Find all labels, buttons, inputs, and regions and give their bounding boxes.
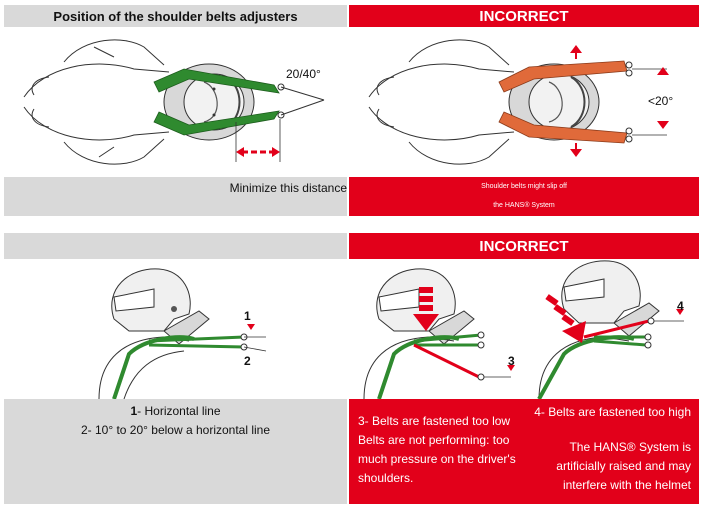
driver-side-view-too-high [537,260,684,400]
bottom-right-header: INCORRECT [349,233,699,259]
top-right-caption-line1: Shoulder belts might slip off [481,183,567,190]
callout-2: 2 [244,354,251,368]
callout-4: 4 [677,299,684,313]
driver-top-view-correct [23,39,325,165]
top-right-caption-box: Shoulder belts might slip off the HANS® … [349,177,699,216]
angle-label-incorrect: <20° [648,94,674,108]
driver-side-view-correct [98,268,267,400]
callout-1: 1 [244,309,251,323]
right-line4: interfere with the helmet [562,478,691,492]
left-line1-text: - Horizontal line [137,404,221,418]
mid-line1: 3- Belts are fastened too low [358,414,511,428]
left-line2-num: 2 [80,423,88,437]
callout-3: 3 [508,354,515,368]
left-line1-num: 1 [130,404,138,418]
left-line2-text: - 10° to 20° below a horizontal line [87,423,271,437]
mid-line3: much pressure on the driver's [358,452,516,466]
bottom-left-header [4,233,347,259]
bottom-right-caption-box: 4- Belts are fastened too high The HANS®… [524,399,699,504]
right-line2: The HANS® System is [569,440,691,454]
bottom-left-caption-box: 1- Horizontal line 2- 10° to 20° below a… [4,399,347,504]
top-right-caption-line2: the HANS® System [493,202,555,209]
top-left-caption-box: Minimize this distance [4,177,347,216]
angle-label-correct: 20/40° [286,67,321,81]
top-right-header: INCORRECT [349,5,699,27]
top-left-header-text: Position of the shoulder belts adjusters [53,8,298,24]
bottom-mid-caption-box: 3- Belts are fastened too low Belts are … [349,399,524,504]
right-line3: artificially raised and may [556,459,691,473]
top-left-caption: Minimize this distance [229,181,347,195]
driver-side-view-too-low [363,268,515,400]
driver-top-view-incorrect [368,39,669,165]
bottom-right-header-text: INCORRECT [479,237,569,255]
right-line1: 4- Belts are fastened too high [534,405,691,419]
mid-line4: shoulders. [358,471,414,485]
mid-line2: Belts are not performing: too [358,433,510,447]
top-left-header: Position of the shoulder belts adjusters [4,5,347,27]
top-right-header-text: INCORRECT [479,7,569,25]
